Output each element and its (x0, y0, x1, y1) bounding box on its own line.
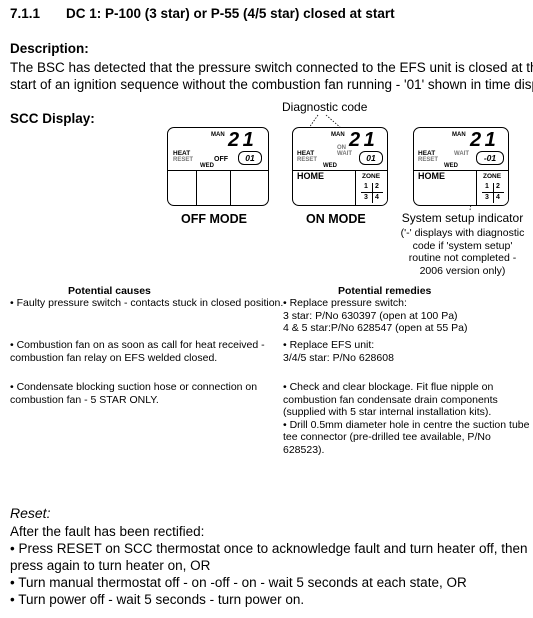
remedy-2: • Replace EFS unit: 3/4/5 star: P/No 628… (283, 339, 394, 364)
time-digits: 2 1 (228, 129, 254, 151)
reset-instructions: After the fault has been rectified: • Pr… (10, 524, 528, 607)
reset-label: RESET (418, 157, 439, 163)
diagnostic-code: 01 (359, 151, 383, 165)
section-number: 7.1.1 (10, 6, 41, 21)
reset-heading: Reset: (10, 505, 51, 521)
wed-label: WED (200, 163, 214, 169)
zone-label: ZONE (483, 173, 502, 180)
home-label: HOME (297, 171, 324, 181)
reset-label: RESET (297, 157, 318, 163)
time-digits: 2 1 (470, 129, 496, 151)
diagnostic-code-label: Diagnostic code (282, 100, 368, 114)
off-label: OFF (214, 156, 228, 163)
system-setup-title: System setup indicator (401, 211, 524, 225)
zone-box: ZONE 1 2 3 4 (476, 170, 508, 205)
zone-3: 3 (364, 194, 368, 201)
causes-header: Potential causes (68, 285, 151, 297)
description-line-1: The BSC has detected that the pressure s… (10, 60, 533, 75)
home-label: HOME (418, 171, 445, 181)
thermostat-display-off: MAN 2 1 HEAT RESET WED OFF 01 (167, 127, 269, 206)
scc-heading: SCC Display: (10, 111, 95, 126)
heat-label: HEAT (418, 150, 436, 157)
wed-label: WED (444, 163, 458, 169)
diagnostic-code: -01 (476, 151, 504, 165)
zone-4: 4 (375, 194, 379, 201)
cause-1: • Faulty pressure switch - contacts stuc… (10, 297, 284, 309)
wed-label: WED (323, 163, 337, 169)
reset-label: RESET (173, 157, 194, 163)
wait-label: WAIT (454, 151, 469, 157)
remedies-header: Potential remedies (338, 285, 432, 297)
cause-2: • Combustion fan on as soon as call for … (10, 339, 265, 364)
zone-label: ZONE (362, 173, 381, 180)
system-setup-note: ('-' displays with diagnostic code if 's… (400, 227, 525, 277)
thermostat-display-setup: MAN 2 1 WAIT HEAT RESET WED -01 HOME ZON… (413, 127, 509, 206)
description-heading: Description: (10, 41, 89, 56)
thermostat-display-on: MAN 2 1 ON WAIT HEAT RESET WED 01 HOME Z… (292, 127, 388, 206)
description-line-2: start of an ignition sequence without th… (10, 77, 533, 92)
zone-box: ZONE 1 2 3 4 (355, 170, 387, 205)
time-digits: 2 1 (349, 129, 375, 151)
heat-label: HEAT (297, 150, 315, 157)
cause-3: • Condensate blocking suction hose or co… (10, 381, 258, 406)
zone-2: 2 (375, 183, 379, 190)
zone-4: 4 (496, 194, 500, 201)
zone-1: 1 (364, 183, 368, 190)
remedy-3: • Check and clear blockage. Fit flue nip… (283, 381, 530, 456)
heat-label: HEAT (173, 150, 191, 157)
zone-2: 2 (496, 183, 500, 190)
man-label: MAN (211, 132, 225, 138)
section-title: DC 1: P-100 (3 star) or P-55 (4/5 star) … (66, 6, 395, 21)
on-mode-label: ON MODE (306, 212, 366, 226)
man-label: MAN (331, 132, 345, 138)
zone-3: 3 (485, 194, 489, 201)
zone-1: 1 (485, 183, 489, 190)
on-label: ON (337, 145, 346, 151)
diagnostic-code: 01 (238, 151, 262, 165)
remedy-1: • Replace pressure switch: 3 star: P/No … (283, 297, 468, 334)
off-mode-label: OFF MODE (181, 212, 247, 226)
man-label: MAN (452, 132, 466, 138)
wait-label: WAIT (337, 151, 352, 157)
